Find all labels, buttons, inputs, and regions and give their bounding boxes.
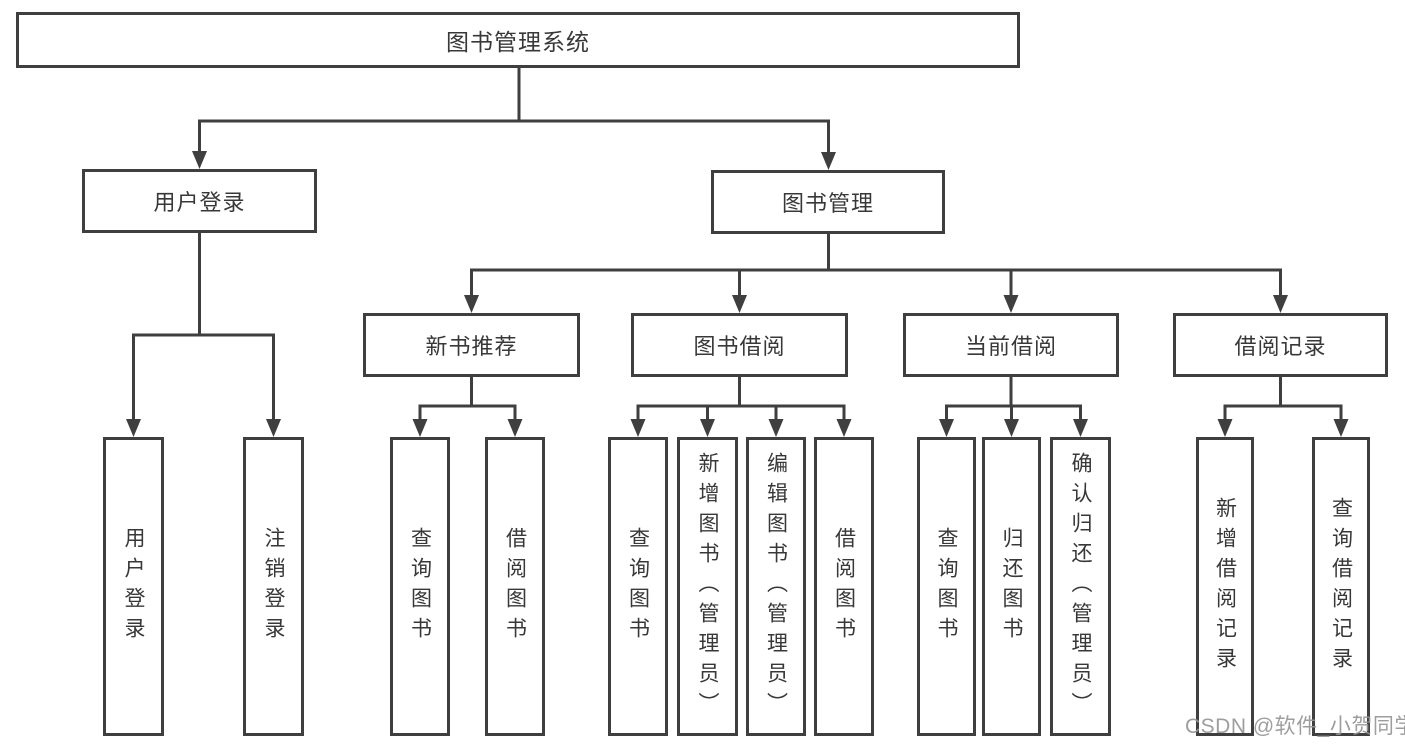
connector-borrow-records <box>1223 377 1343 420</box>
arrow-icon <box>1073 419 1088 437</box>
leaf-user-login: 用户登录 <box>103 437 164 736</box>
node-book-management: 图书管理 <box>711 170 945 234</box>
leaf-add-borrow-record: 新增借阅记录 <box>1196 437 1254 736</box>
arrow-icon <box>1217 419 1233 437</box>
leaf-logout-login: 注销登录 <box>243 437 304 736</box>
arrow-icon <box>412 419 428 437</box>
leaf-query-books-current: 查询图书 <box>917 437 976 736</box>
leaf-edit-book-admin: 编辑图书（管理员） <box>746 437 806 736</box>
node-borrow-records: 借阅记录 <box>1173 313 1388 377</box>
arrow-icon <box>1003 295 1019 313</box>
arrow-icon <box>507 419 523 437</box>
arrow-icon <box>939 419 954 437</box>
arrow-icon <box>768 419 784 437</box>
arrow-icon <box>836 419 852 437</box>
node-user-login: 用户登录 <box>82 169 317 233</box>
arrow-icon <box>464 295 479 313</box>
connector-root <box>198 68 830 153</box>
leaf-query-borrow-record: 查询借阅记录 <box>1312 437 1370 736</box>
arrow-icon <box>126 419 141 437</box>
node-new-book-recommend: 新书推荐 <box>363 313 580 377</box>
node-library-management-system: 图书管理系统 <box>16 12 1020 68</box>
leaf-confirm-return-admin: 确认归还（管理员） <box>1050 437 1111 736</box>
leaf-add-book-admin: 新增图书（管理员） <box>677 437 738 736</box>
leaf-borrow-books-recommend: 借阅图书 <box>485 437 545 736</box>
arrow-icon <box>1273 295 1288 313</box>
node-book-borrow: 图书借阅 <box>631 313 848 377</box>
connector-user-login <box>132 233 275 420</box>
leaf-return-book: 归还图书 <box>982 437 1041 736</box>
connector-book-borrow <box>636 377 846 420</box>
leaf-query-books-borrow: 查询图书 <box>608 437 668 736</box>
arrow-icon <box>630 419 646 437</box>
arrow-icon <box>732 295 747 313</box>
arrow-icon <box>192 151 207 169</box>
arrow-icon <box>821 152 836 170</box>
connector-current-borrow <box>945 377 1082 420</box>
connector-new-book-recommend <box>418 377 517 420</box>
leaf-borrow-books: 借阅图书 <box>814 437 874 736</box>
leaf-query-books-recommend: 查询图书 <box>390 437 450 736</box>
node-current-borrow: 当前借阅 <box>903 313 1119 377</box>
arrow-icon <box>1004 419 1019 437</box>
arrow-icon <box>266 419 281 437</box>
connector-book-management <box>470 234 1282 296</box>
arrowheads <box>126 151 1349 437</box>
arrow-icon <box>700 419 715 437</box>
watermark: CSDN @软件_小贺同学 <box>1185 715 1405 738</box>
arrow-icon <box>1333 419 1349 437</box>
